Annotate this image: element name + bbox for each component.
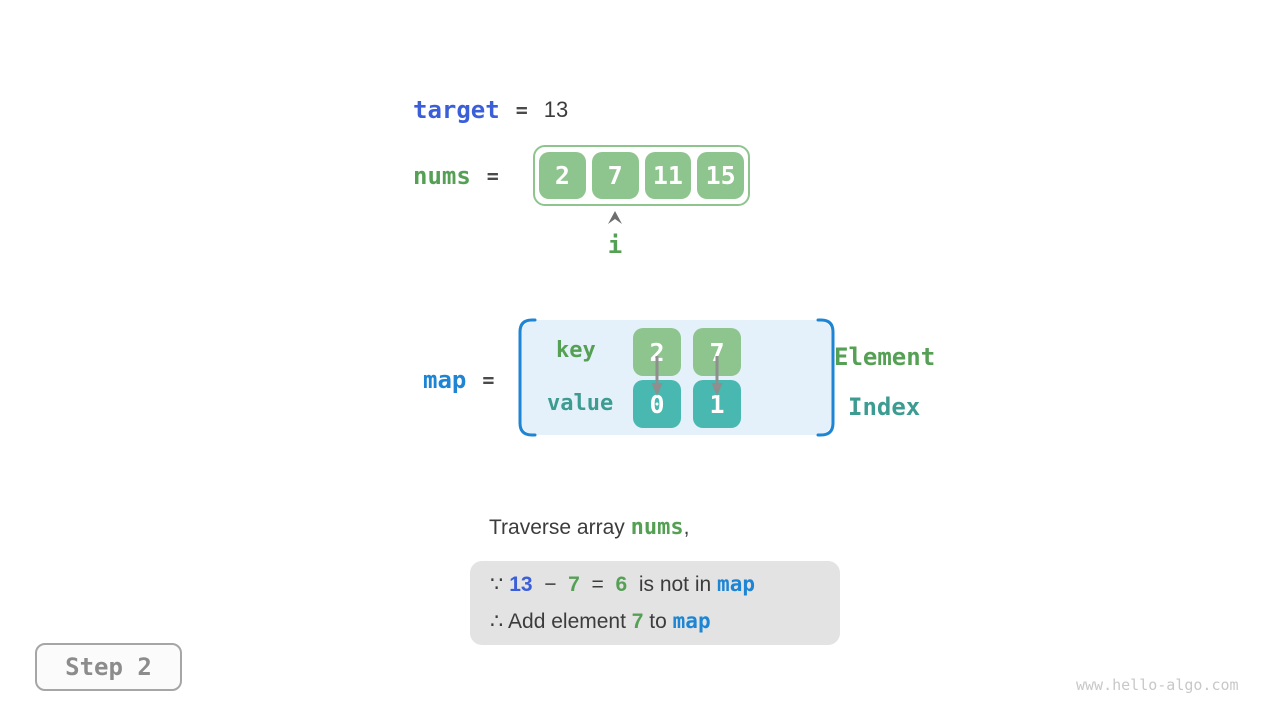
- note-line-1: ∵ 13 − 7 = 6 is not in map: [490, 570, 840, 599]
- note-map-code-2: map: [672, 609, 711, 633]
- map-bracket-left-icon: [518, 318, 537, 437]
- target-value: 13: [543, 97, 569, 122]
- caption-post: ,: [683, 516, 690, 539]
- caption-pre: Traverse array: [489, 516, 631, 539]
- map-value-cell-0: 0: [633, 380, 681, 428]
- index-pointer-icon: [608, 211, 622, 224]
- note-line-2: ∴ Add element 7 to map: [490, 607, 840, 636]
- step-badge: Step 2: [35, 643, 182, 691]
- note-difference-value: 6: [615, 573, 628, 596]
- caption-text: Traverse array nums ,: [489, 515, 689, 540]
- nums-array: 2 7 11 15: [533, 145, 750, 206]
- map-bracket-right-icon: [816, 318, 835, 437]
- key-to-value-arrow-icon: [711, 356, 723, 396]
- array-cell-1: 7: [591, 152, 639, 199]
- map-key-label: key: [556, 338, 596, 363]
- nums-label: nums: [413, 162, 471, 190]
- note-map-code: map: [717, 572, 755, 596]
- array-cell-3: 15: [697, 152, 744, 199]
- target-assignment: target = 13: [413, 96, 568, 124]
- key-to-value-arrow-icon: [651, 356, 663, 396]
- map-equals-sign: =: [482, 368, 495, 392]
- array-cell-2: 11: [644, 152, 692, 199]
- note-added-value: 7: [631, 610, 644, 633]
- nums-equals-sign: =: [486, 164, 499, 188]
- note-target-value: 13: [509, 573, 533, 596]
- map-value-label: value: [547, 391, 614, 416]
- because-symbol: ∵: [490, 573, 510, 596]
- index-side-label: Index: [848, 393, 921, 421]
- therefore-text: ∴ Add element: [490, 610, 632, 633]
- caption-nums-code: nums: [630, 515, 684, 540]
- note-box: ∵ 13 − 7 = 6 is not in map ∴ Add element…: [470, 561, 840, 645]
- note-line1-text: is not in: [627, 573, 718, 596]
- note-line2-text: to: [643, 610, 673, 633]
- map-assignment: map =: [423, 366, 494, 394]
- note-element-value: 7: [568, 573, 580, 596]
- element-side-label: Element: [834, 343, 936, 371]
- index-pointer-label: i: [607, 231, 623, 259]
- map-container: key value 2 7 0 1: [518, 318, 835, 437]
- note-equals-sign: =: [579, 573, 616, 596]
- target-equals-sign: =: [515, 98, 528, 122]
- target-label: target: [413, 96, 500, 124]
- map-label: map: [423, 366, 467, 394]
- minus-sign: −: [532, 573, 569, 596]
- array-cell-0: 2: [539, 152, 586, 199]
- map-value-cell-1: 1: [693, 380, 741, 428]
- nums-assignment: nums =: [413, 162, 499, 190]
- watermark: www.hello-algo.com: [1076, 676, 1239, 694]
